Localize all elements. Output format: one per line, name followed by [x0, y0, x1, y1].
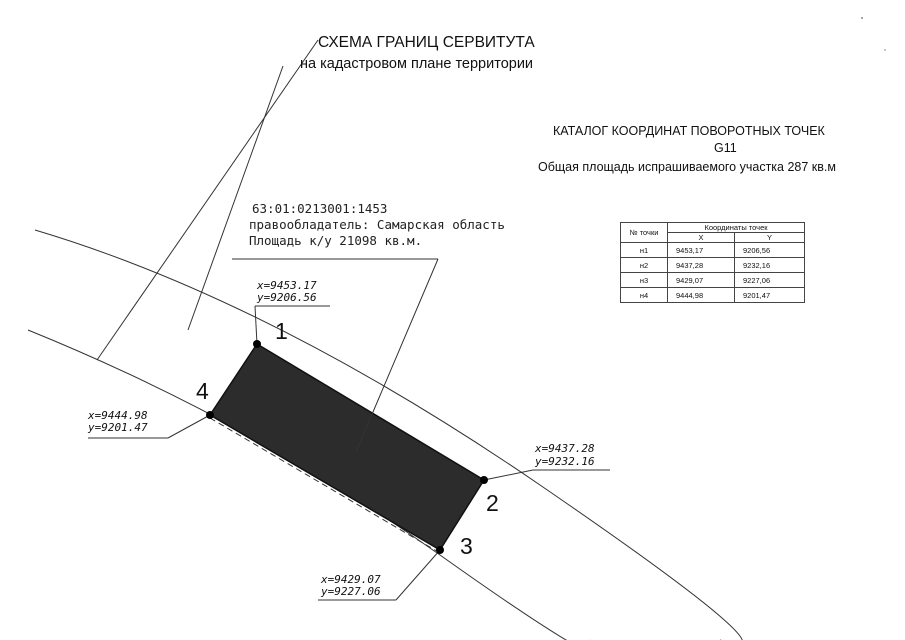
parcel-cadastral-number: 63:01:0213001:1453	[252, 201, 388, 216]
cell-point: н4	[620, 287, 668, 303]
point-marker-2	[480, 476, 488, 484]
table-header-row: № точки Координаты точек	[620, 222, 805, 243]
servitude-area	[208, 342, 486, 552]
cell-y: 9227,06	[734, 272, 805, 288]
parcel-dashed-edge	[209, 417, 441, 554]
cell-x: 9453,17	[667, 242, 735, 258]
parcel-owner: правообладатель: Самарская область	[249, 217, 505, 232]
point-4-x: x=9444.98	[88, 409, 148, 422]
p4-leader	[167, 414, 211, 439]
p1-leader	[254, 305, 258, 345]
scheme-subtitle: на кадастровом плане территории	[300, 56, 534, 72]
point-label-3: 3	[460, 533, 473, 559]
table-row: н1 9453,17 9206,56	[620, 242, 805, 258]
point-marker-4	[206, 411, 214, 419]
point-1-y: y=9206.56	[257, 291, 317, 304]
cell-x: 9444,98	[667, 287, 735, 303]
road-edge-upper	[34, 229, 743, 640]
cell-point: н2	[620, 257, 668, 273]
point-2-y: y=9232.16	[535, 455, 595, 468]
scheme-title: СХЕМА ГРАНИЦ СЕРВИТУТА	[318, 34, 535, 51]
point-1-x: x=9453.17	[257, 279, 317, 292]
header-coordinates: Координаты точек	[667, 222, 805, 233]
header-y: Y	[734, 232, 805, 243]
boundary-line-long	[96, 39, 319, 361]
parcel-area: Площадь к/у 21098 кв.м.	[249, 233, 423, 248]
catalog-area-note: Общая площадь испрашиваемого участка 287…	[538, 160, 836, 174]
point-marker-3	[436, 546, 444, 554]
cell-x: 9437,28	[667, 257, 735, 273]
scan-speck	[861, 17, 863, 19]
cell-point: н1	[620, 242, 668, 258]
road-edge-lower	[27, 329, 591, 640]
table-row: н2 9437,28 9232,16	[620, 257, 805, 273]
header-point-number: № точки	[620, 222, 668, 243]
catalog-title: КАТАЛОГ КООРДИНАТ ПОВОРОТНЫХ ТОЧЕК	[553, 124, 825, 138]
cell-y: 9232,16	[734, 257, 805, 273]
cell-y: 9206,56	[734, 242, 805, 258]
point-label-2: 2	[486, 490, 499, 516]
point-3-y: y=9227.06	[321, 585, 381, 598]
catalog-code: G11	[714, 141, 737, 155]
point-2-x: x=9437.28	[535, 442, 595, 455]
coordinates-table: № точки Координаты точек X Y н1 9453,17 …	[620, 222, 805, 303]
point-label-1: 1	[275, 318, 288, 344]
p2-leader	[483, 469, 534, 481]
scan-speck	[884, 49, 886, 51]
table-row: н3 9429,07 9227,06	[620, 272, 805, 288]
cell-point: н3	[620, 272, 668, 288]
p3-leader	[395, 549, 441, 601]
point-marker-1	[253, 340, 261, 348]
table-row: н4 9444,98 9201,47	[620, 287, 805, 303]
point-3-x: x=9429.07	[321, 573, 381, 586]
header-x: X	[667, 232, 735, 243]
cell-x: 9429,07	[667, 272, 735, 288]
cell-y: 9201,47	[734, 287, 805, 303]
point-label-4: 4	[196, 378, 209, 404]
point-4-y: y=9201.47	[88, 421, 148, 434]
parcel-leader-diagonal	[355, 258, 439, 453]
boundary-line-short	[187, 65, 284, 331]
